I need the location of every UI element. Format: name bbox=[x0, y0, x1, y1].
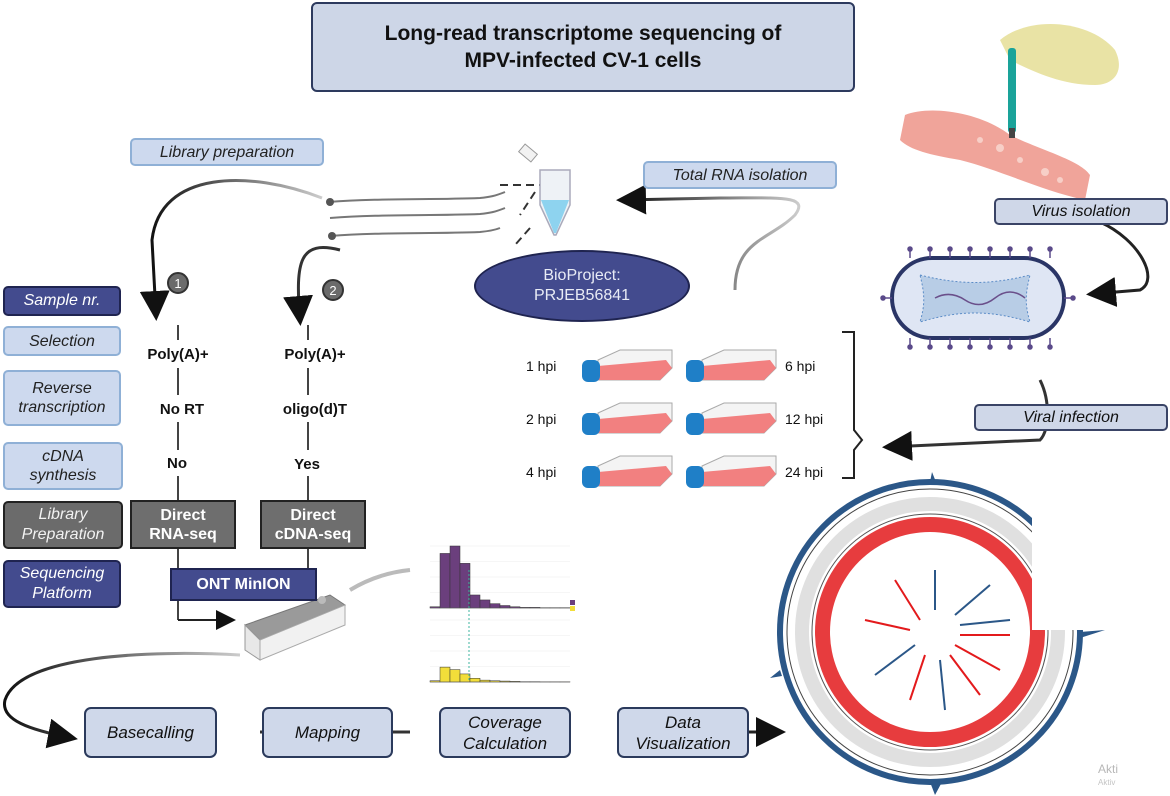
legend-sequencing-platform: Sequencing Platform bbox=[3, 560, 121, 608]
circos-arrows bbox=[864, 570, 1011, 711]
watermark-subtext: Aktiv bbox=[1098, 778, 1116, 787]
wf2-library-box: Direct cDNA-seq bbox=[260, 500, 366, 549]
pipeline-step-mapping: Mapping bbox=[262, 707, 393, 758]
minion-device-icon bbox=[244, 568, 411, 661]
histogram-bar bbox=[469, 678, 481, 683]
histogram-bar bbox=[489, 603, 501, 609]
histogram-bar bbox=[479, 599, 491, 609]
cell-culture-flask-icon bbox=[684, 399, 784, 444]
title-line-2: MPV-infected CV-1 cells bbox=[464, 49, 702, 72]
label-total-rna-isolation: Total RNA isolation bbox=[643, 161, 837, 189]
legend-line: synthesis bbox=[29, 467, 97, 484]
timepoint-24hpi: 24 hpi bbox=[785, 464, 824, 480]
histogram-legend-swatch bbox=[570, 600, 575, 605]
histogram-bar bbox=[449, 669, 461, 683]
histogram-bar bbox=[469, 594, 481, 609]
cell-culture-flask-icon bbox=[580, 399, 680, 444]
wf1-library-line: Direct bbox=[160, 506, 206, 524]
legend-cdna-synthesis: cDNA synthesis bbox=[3, 442, 123, 490]
cell-culture-flask-icon bbox=[580, 452, 680, 497]
pipeline-step-label: Mapping bbox=[294, 723, 361, 742]
timepoint-2hpi: 2 hpi bbox=[526, 411, 557, 427]
legend-line: Platform bbox=[32, 585, 92, 602]
wf2-reverse-transcription: oligo(d)T bbox=[282, 401, 348, 418]
circos-outer-coverage-ring bbox=[770, 472, 1105, 795]
arrow-to-workflow-1 bbox=[139, 179, 323, 321]
timepoint-6hpi: 6 hpi bbox=[785, 358, 816, 374]
legend-line: Library bbox=[38, 506, 88, 523]
bioproject-badge: BioProject: PRJEB56841 bbox=[474, 250, 690, 322]
histogram-legend-swatch bbox=[570, 606, 575, 611]
wf1-reverse-transcription: No RT bbox=[159, 401, 205, 418]
arrow-to-workflow-2 bbox=[283, 246, 341, 326]
sample-badge-2: 2 bbox=[322, 279, 344, 301]
sample-badge-1: 1 bbox=[167, 272, 189, 294]
cell-culture-flask-icon bbox=[684, 452, 784, 497]
histogram-bar bbox=[499, 605, 511, 609]
arrow-virus-isolation bbox=[1086, 220, 1150, 307]
rna-strands-icon bbox=[326, 191, 506, 240]
pipeline-step-label: Visualization bbox=[635, 733, 731, 753]
arrow-to-basecalling bbox=[3, 651, 241, 749]
pipeline-step-label: Calculation bbox=[462, 733, 548, 753]
wf1-selection: Poly(A)+ bbox=[147, 346, 209, 363]
arm-with-lesions-icon bbox=[900, 23, 1119, 200]
histogram-bar bbox=[449, 545, 461, 609]
pipeline-step-basecalling: Basecalling bbox=[84, 707, 217, 758]
label-virus-isolation: Virus isolation bbox=[994, 198, 1168, 225]
pipeline-step-label: Data bbox=[665, 712, 701, 732]
wf1-library-box: Direct RNA-seq bbox=[130, 500, 236, 549]
legend-library-preparation: Library Preparation bbox=[3, 501, 123, 549]
legend-line: Sequencing bbox=[19, 565, 105, 582]
legend-line: transcription bbox=[18, 399, 106, 416]
timepoint-bracket bbox=[842, 331, 864, 479]
arrow-total-rna bbox=[616, 184, 801, 291]
legend-line: cDNA bbox=[42, 448, 84, 465]
legend-sample-nr: Sample nr. bbox=[3, 286, 121, 316]
pipeline-step-coverage-calculation: Coverage Calculation bbox=[439, 707, 571, 758]
wf2-library-line: Direct bbox=[290, 506, 336, 524]
histogram-bar bbox=[439, 553, 451, 609]
wf1-cdna-synthesis: No bbox=[167, 455, 187, 472]
pipeline-step-data-visualization: Data Visualization bbox=[617, 707, 749, 758]
wf1-library-line: RNA-seq bbox=[149, 525, 217, 543]
circos-annotation-ring bbox=[795, 497, 1065, 767]
legend-line: Reverse bbox=[32, 380, 92, 397]
diagram-title: Long-read transcriptome sequencing of MP… bbox=[311, 2, 855, 92]
wf2-selection: Poly(A)+ bbox=[284, 346, 346, 363]
histogram-bar bbox=[439, 666, 451, 683]
legend-reverse-transcription: Reverse transcription bbox=[3, 370, 121, 426]
virus-particle-icon bbox=[880, 246, 1076, 350]
timepoint-12hpi: 12 hpi bbox=[785, 411, 824, 427]
pipeline-step-label: Coverage bbox=[468, 712, 542, 732]
timepoint-4hpi: 4 hpi bbox=[526, 464, 557, 480]
read-length-histogram bbox=[429, 545, 575, 683]
label-viral-infection: Viral infection bbox=[974, 404, 1168, 431]
cell-culture-flask-icon bbox=[580, 346, 680, 391]
cell-culture-flask-icon bbox=[684, 346, 784, 391]
pipeline-step-label: Basecalling bbox=[107, 723, 194, 742]
legend-selection: Selection bbox=[3, 326, 121, 356]
sequencing-platform-box: ONT MinION bbox=[170, 568, 317, 601]
label-library-preparation: Library preparation bbox=[130, 138, 324, 166]
bioproject-id: PRJEB56841 bbox=[533, 287, 631, 304]
watermark-text: Akti bbox=[1098, 762, 1119, 776]
timepoint-1hpi: 1 hpi bbox=[526, 358, 557, 374]
bioproject-label: BioProject: bbox=[543, 267, 621, 284]
wf2-library-line: cDNA-seq bbox=[274, 525, 352, 543]
legend-line: Preparation bbox=[21, 526, 105, 543]
wf2-cdna-synthesis: Yes bbox=[294, 456, 320, 473]
title-line-1: Long-read transcriptome sequencing of bbox=[384, 22, 782, 45]
tube-icon bbox=[517, 143, 571, 236]
circos-coverage-plot bbox=[770, 470, 1120, 795]
